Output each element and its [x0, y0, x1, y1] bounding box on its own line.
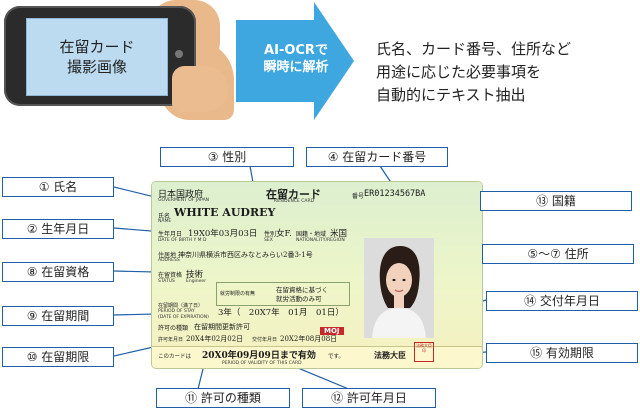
card-number-label: 番号 [352, 193, 365, 200]
arrow-label-line-2: 瞬時に解析 [263, 60, 329, 75]
smartphone: 在留カード 撮影画像 [4, 6, 196, 106]
card-sex: 女F. [276, 229, 292, 239]
card-status-sub: Engineer [186, 279, 207, 284]
card-work-box [216, 282, 350, 306]
callout-nationality: ⑬ 国籍 [480, 191, 632, 211]
card-validity-en: PERIOD OF VALIDITY OF THIS CARD [222, 361, 302, 366]
card-gov-en: GOVERMENT OF JAPAN [158, 198, 210, 203]
card-sex-label: 性別 [264, 231, 277, 238]
callout-card-number: ④ 在留カード番号 [306, 147, 448, 167]
card-issue-date: 20X2年08月08日 [280, 335, 338, 343]
card-validity: 20X0年09月09日まで有効 [202, 351, 316, 361]
card-dob-en: DATE OF BIRTH Y M D [158, 238, 207, 243]
card-nationality-en: NATIONALITY/REGION [296, 238, 345, 243]
phone-screen: 在留カード 撮影画像 [26, 18, 168, 96]
phone-home-button [175, 50, 183, 58]
card-validity-band [152, 346, 482, 368]
card-nationality-label: 国籍・地域 [296, 231, 327, 238]
card-issue-label: 交付年月日 [252, 337, 278, 343]
card-work: 在留資格に基づく [276, 286, 328, 294]
moj-badge: MOJ [320, 327, 344, 335]
callout-status-of-residence: ⑧ 在留資格 [2, 262, 114, 282]
hand-fingers [172, 66, 228, 112]
callout-valid-until: ⑮ 有効期限 [486, 343, 638, 363]
portrait-photo [364, 238, 434, 338]
residence-card: 日本国政府 GOVERMENT OF JAPAN 在留カード RESIDENCE… [152, 182, 482, 368]
card-address-en: ADDRESS [158, 258, 180, 263]
description-line-2: 用途に応じた必要事項を [376, 63, 542, 81]
arrow-label-line-1: AI-OCRで [264, 43, 328, 58]
card-title-ja: 在留カード [266, 188, 321, 201]
card-gov-ja: 日本国政府 [158, 190, 204, 200]
card-work-label: 就労制限の有無 [220, 291, 256, 297]
card-number: ER01234567BA [364, 189, 426, 199]
card-period-en: PERIOD OF STAY [158, 309, 195, 314]
callout-permit-date: ⑫ 許可年月日 [302, 388, 436, 408]
seal-text: 法務大臣印 [416, 343, 432, 353]
callout-issue-date: ⑭ 交付年月日 [486, 291, 638, 311]
card-nationality: 米国 [330, 229, 348, 239]
portrait-image [364, 238, 434, 338]
card-title-en: RESIDENCE CARD [274, 199, 315, 204]
callout-sex: ③ 性別 [160, 147, 294, 167]
callout-name: ① 氏名 [2, 177, 114, 197]
card-dob: 19X0年03月03日 [188, 229, 258, 239]
card-work-2: 就労活動のみ可 [276, 295, 322, 303]
card-minister: 法務大臣 [374, 350, 406, 360]
card-validity-prefix: このカードは [158, 354, 192, 360]
callout-period-of-stay: ⑨ 在留期間 [2, 306, 114, 326]
card-name: WHITE AUDREY [174, 206, 276, 219]
card-address: 神奈川県横浜市西区みなとみらい2番3-1号 [178, 251, 313, 259]
card-permit-date-label: 許可年月日 [158, 337, 184, 343]
arrow-label: AI-OCRで 瞬時に解析 [248, 42, 344, 76]
card-address-label: 住居地 [158, 252, 177, 259]
card-period: 3年（ 20X7年 01月 01日） [218, 308, 344, 318]
card-status-en: STATUS [158, 279, 175, 284]
card-permit-date: 20X4年02月02日 [186, 335, 244, 343]
card-status-label: 在留資格 [158, 272, 183, 279]
card-sex-en: SEX [264, 238, 273, 243]
phone-screen-line-2: 撮影画像 [66, 58, 127, 76]
card-period-label: 在留期間（満了日） [158, 303, 204, 309]
card-status: 技術 [186, 270, 204, 280]
minister-seal: 法務大臣印 [414, 342, 434, 362]
callout-expiry-of-stay: ⑩ 在留期限 [2, 347, 114, 367]
card-permit-type: 在留期間更新許可 [194, 323, 250, 331]
card-period-en-2: (DATE OF EXPIRATION) [158, 315, 209, 320]
phone-screen-line-1: 在留カード [59, 38, 135, 56]
card-permit-type-label: 許可の種類 [158, 325, 189, 332]
card-name-label: 氏名 [158, 213, 171, 220]
process-arrow-icon [236, 2, 354, 120]
description-line-1: 氏名、カード番号、住所など [376, 40, 572, 58]
card-name-label-en: NAME [158, 219, 172, 224]
callout-address: ⑤～⑦ 住所 [482, 244, 634, 264]
card-dob-label: 生年月日 [158, 231, 183, 238]
callout-date-of-birth: ② 生年月日 [2, 219, 114, 239]
callout-permit-type: ⑪ 許可の種類 [156, 388, 290, 408]
card-validity-suffix: です。 [328, 354, 344, 360]
description-line-3: 自動的にテキスト抽出 [376, 86, 526, 104]
